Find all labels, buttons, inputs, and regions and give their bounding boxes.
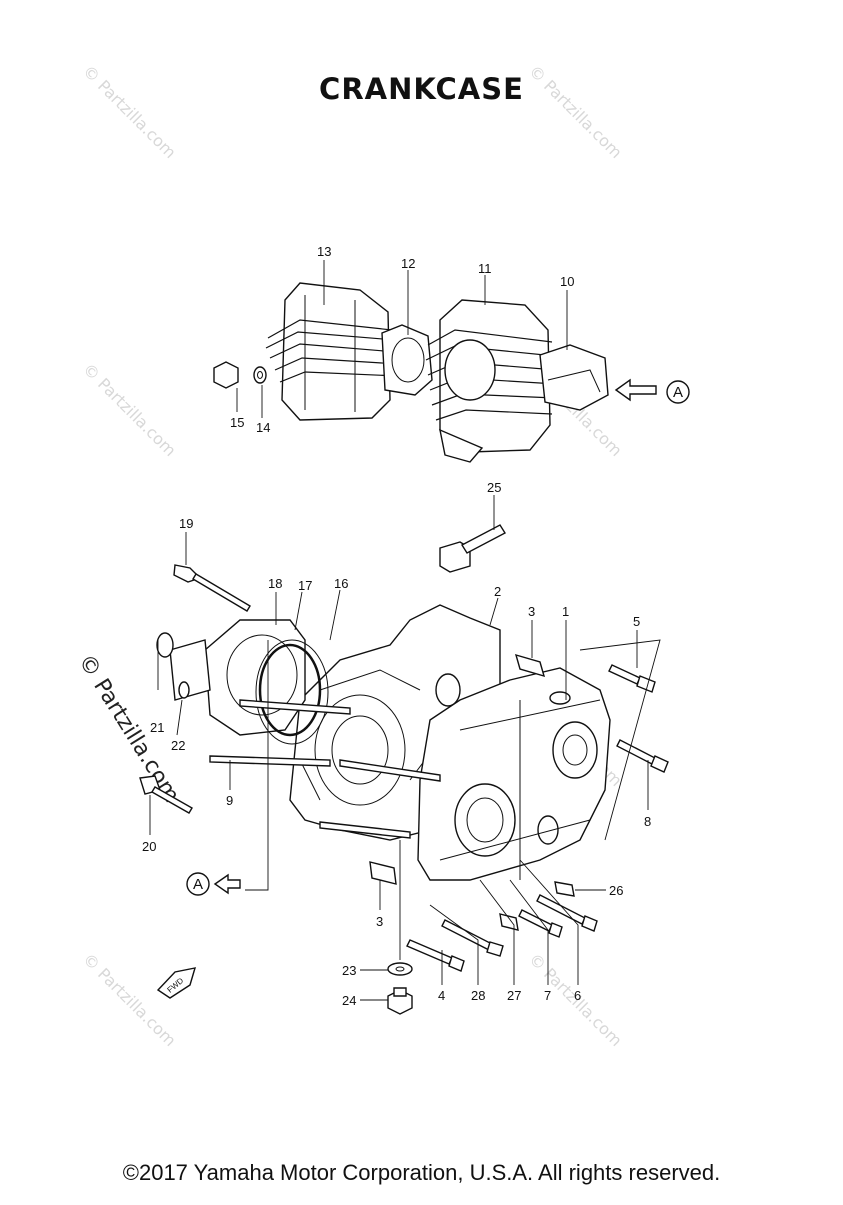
ref-a-top: A	[673, 384, 683, 401]
callout-26: 26	[609, 883, 623, 898]
callout-8: 8	[644, 814, 651, 829]
callout-28: 28	[471, 988, 485, 1003]
callout-14: 14	[256, 420, 270, 435]
crankcase-assembly: A FWD	[139, 524, 669, 1015]
callout-18: 18	[268, 576, 282, 591]
callout-12: 12	[401, 256, 415, 271]
ref-a-bottom: A	[193, 876, 203, 893]
callout-9: 9	[226, 793, 233, 808]
callout-7: 7	[544, 988, 551, 1003]
callout-10: 10	[560, 274, 574, 289]
callout-16: 16	[334, 576, 348, 591]
callout-25: 25	[487, 480, 501, 495]
callout-24: 24	[342, 993, 356, 1008]
cylinder-assembly: A	[213, 282, 690, 463]
callout-15: 15	[230, 415, 244, 430]
watermark-ll: © Partzilla.com	[79, 949, 180, 1050]
callout-5: 5	[633, 614, 640, 629]
callout-3-bottom: 3	[376, 914, 383, 929]
copyright-notice: ©2017 Yamaha Motor Corporation, U.S.A. A…	[122, 1160, 721, 1185]
callout-27: 27	[507, 988, 521, 1003]
callout-4: 4	[438, 988, 445, 1003]
callouts: 13 12 11 10 15 14 25 19 18 17 16 2 3 1 5…	[142, 244, 651, 1008]
watermark-side: © Partzilla.com	[73, 650, 184, 807]
watermark-ml: © Partzilla.com	[79, 359, 180, 460]
callout-22: 22	[171, 738, 185, 753]
callout-17: 17	[298, 578, 312, 593]
callout-21: 21	[150, 720, 164, 735]
callout-11: 11	[478, 261, 492, 276]
callout-6: 6	[574, 988, 581, 1003]
leader-lines	[149, 260, 661, 1001]
callout-13: 13	[317, 244, 331, 259]
callout-20: 20	[142, 839, 156, 854]
callout-3-top: 3	[528, 604, 535, 619]
callout-1: 1	[562, 604, 569, 619]
callout-19: 19	[179, 516, 193, 531]
diagram-title: CRANKCASE	[319, 72, 524, 106]
callout-2: 2	[494, 584, 501, 599]
callout-23: 23	[342, 963, 356, 978]
